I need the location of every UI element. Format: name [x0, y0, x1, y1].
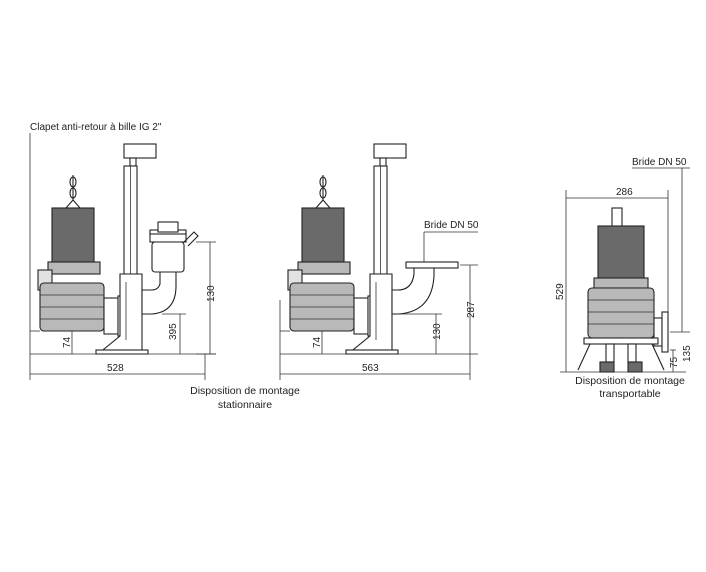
mid-guide-rail: [373, 143, 407, 275]
left-pump-motor: [37, 207, 101, 291]
mid-dim-287: 287: [466, 301, 477, 318]
left-dim-74: 74: [62, 336, 73, 348]
caption-transportable-line1: Disposition de montage: [575, 375, 685, 387]
left-dim-395: 395: [168, 323, 179, 340]
right-handle: [611, 207, 623, 229]
right-stand: [577, 337, 665, 373]
caption-transportable-line2: transportable: [599, 388, 660, 400]
left-check-valve: [149, 221, 199, 273]
middle-drawing: Bride DN 50 287 130 74 563: [279, 143, 479, 380]
right-drawing: Bride DN 50 286: [555, 157, 693, 373]
right-pump-motor: [593, 225, 649, 289]
mid-dims: 287 130 74 563: [279, 264, 478, 380]
left-dim-528: 528: [107, 363, 124, 374]
right-dim-75: 75: [669, 356, 680, 368]
flange-right-label: Bride DN 50: [632, 157, 687, 168]
left-lift-chain: [65, 175, 81, 209]
right-dim-135: 135: [682, 345, 693, 362]
mid-discharge-elbow: [391, 231, 478, 315]
mid-flange: [405, 261, 459, 269]
left-dims: 130 395 74 528: [29, 212, 217, 380]
mid-pump-casing: [289, 282, 375, 337]
mid-pump-motor: [287, 207, 351, 291]
left-discharge-elbow: [141, 269, 177, 315]
left-drawing: Clapet anti-retour à bille IG 2": [29, 122, 217, 380]
right-dim-286: 286: [616, 187, 633, 198]
right-pump-casing: [587, 287, 669, 353]
check-valve-label: Clapet anti-retour à bille IG 2": [30, 122, 162, 133]
mid-dim-130: 130: [432, 323, 443, 340]
right-flange: [661, 311, 669, 353]
left-base-foot: [95, 273, 149, 355]
caption-stationary-line2: stationnaire: [218, 399, 272, 411]
left-pump-casing: [39, 282, 125, 337]
flange-mid-label: Bride DN 50: [424, 220, 479, 231]
left-dim-130: 130: [206, 285, 217, 302]
mid-dim-563: 563: [362, 363, 379, 374]
right-dim-529: 529: [555, 283, 566, 300]
caption-stationary-line1: Disposition de montage: [190, 385, 300, 397]
mid-dim-74: 74: [312, 336, 323, 348]
mid-lift-chain: [315, 175, 331, 209]
left-guide-rail: [123, 143, 157, 275]
